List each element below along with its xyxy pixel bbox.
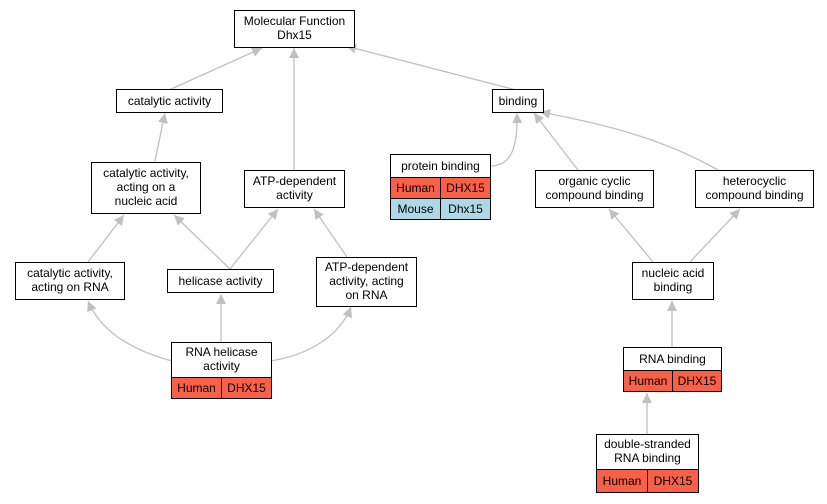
edge-catnuc-to-catalytic	[154, 112, 168, 162]
edge-hetero-to-binding	[539, 108, 719, 171]
gene-cell-mouse	[440, 198, 491, 220]
node-box	[244, 170, 345, 208]
node-label-line: RNA binding	[639, 352, 706, 366]
node-label-line: catalytic activity,	[27, 266, 113, 280]
node-catalytic-activity-rna[interactable]: catalytic activity, acting on RNA	[15, 262, 125, 300]
node-label-line: ATP-dependent	[253, 174, 337, 188]
gene-label-mouse: Dhx15	[448, 202, 483, 216]
node-label-line: on RNA	[345, 288, 387, 302]
node-label-line: protein binding	[401, 159, 480, 173]
node-label-line: activity, acting	[329, 274, 403, 288]
node-catalytic-activity[interactable]: catalytic activity	[116, 89, 223, 113]
node-label-line: double-stranded	[604, 437, 691, 451]
node-label-line: activity	[276, 188, 313, 202]
edges	[87, 43, 741, 434]
node-binding[interactable]: binding	[492, 89, 544, 113]
node-label-line: organic cyclic	[558, 174, 630, 188]
node-box	[695, 170, 814, 208]
edge-rnahel-to-catrna	[87, 300, 173, 362]
node-box	[596, 434, 699, 470]
node-label-line: activity	[203, 359, 240, 373]
node-label-line: ATP-dependent	[325, 260, 409, 274]
node-label-line: acting on a	[117, 180, 176, 194]
gene-label-human: DHX15	[227, 381, 266, 395]
gene-cell-human	[672, 370, 722, 392]
species-label-human: Human	[629, 374, 668, 388]
node-label-line: binding	[654, 280, 693, 294]
edge-helicase-to-catnuc	[173, 214, 231, 270]
node-label-line: compound binding	[545, 188, 643, 202]
edge-protein-to-binding	[489, 112, 523, 167]
edge-catrna-to-catnuc	[87, 214, 125, 263]
node-label-line: RNA helicase	[185, 345, 257, 359]
gene-label-human: DHX15	[654, 474, 693, 488]
node-label-line: acting on RNA	[31, 280, 108, 294]
node-label-line: helicase activity	[178, 274, 262, 288]
node-label-line: heterocyclic	[723, 174, 786, 188]
species-label-human: Human	[396, 181, 435, 195]
node-rna-helicase-activity[interactable]: RNA helicase activity Human DHX15	[171, 342, 272, 399]
node-box	[234, 10, 355, 48]
node-protein-binding[interactable]: protein binding Human DHX15 Mouse Dhx15	[390, 154, 491, 220]
node-rna-binding[interactable]: RNA binding Human DHX15	[623, 347, 722, 392]
node-label-line: Dhx15	[277, 28, 312, 42]
node-label-line: Molecular Function	[244, 14, 345, 28]
node-box	[535, 170, 654, 208]
node-label-line: catalytic activity,	[103, 166, 189, 180]
node-double-stranded-rna-binding[interactable]: double-stranded RNA binding Human DHX15	[596, 434, 699, 493]
node-box	[316, 257, 417, 307]
node-helicase-activity[interactable]: helicase activity	[167, 269, 274, 293]
species-label-human: Human	[603, 474, 642, 488]
edge-binding-to-mf	[345, 43, 517, 91]
node-label-line: RNA binding	[614, 451, 681, 465]
gene-label-human: DHX15	[678, 374, 717, 388]
node-heterocyclic-compound-binding[interactable]: heterocyclic compound binding	[695, 170, 814, 208]
node-label-line: compound binding	[705, 188, 803, 202]
species-label-mouse: Mouse	[397, 202, 433, 216]
species-label-human: Human	[177, 381, 216, 395]
node-box	[171, 342, 272, 378]
edge-nucleic-to-organic	[608, 208, 654, 263]
gene-cell-human	[647, 469, 699, 493]
node-label-line: nucleic acid	[642, 266, 705, 280]
node-atp-dependent-activity[interactable]: ATP-dependent activity	[244, 170, 345, 208]
node-box	[492, 89, 544, 113]
node-label-line: binding	[499, 94, 538, 108]
edge-organic-to-binding	[533, 112, 579, 171]
node-box	[632, 262, 714, 300]
edge-helicase-to-atp	[229, 208, 279, 270]
gene-cell-human	[221, 377, 272, 399]
node-label-line: nucleic acid	[115, 194, 178, 208]
node-box	[15, 262, 125, 300]
node-box	[91, 162, 201, 214]
node-organic-cyclic-compound-binding[interactable]: organic cyclic compound binding	[535, 170, 654, 208]
node-label-line: catalytic activity	[128, 94, 211, 108]
node-nucleic-acid-binding[interactable]: nucleic acid binding	[632, 262, 714, 300]
node-catalytic-activity-nucleic-acid[interactable]: catalytic activity, acting on a nucleic …	[91, 162, 201, 214]
edge-catalytic-to-mf	[168, 47, 263, 91]
edge-rnahel-to-atprna	[269, 306, 352, 362]
node-box	[167, 269, 274, 293]
edge-nucleic-to-hetero	[689, 208, 741, 263]
node-molecular-function[interactable]: Molecular Function Dhx15	[234, 10, 355, 48]
edge-atprna-to-atp	[313, 208, 348, 258]
node-box	[116, 89, 223, 113]
node-atp-dependent-activity-rna[interactable]: ATP-dependent activity, acting on RNA	[316, 257, 417, 307]
gene-label-human: DHX15	[446, 181, 485, 195]
